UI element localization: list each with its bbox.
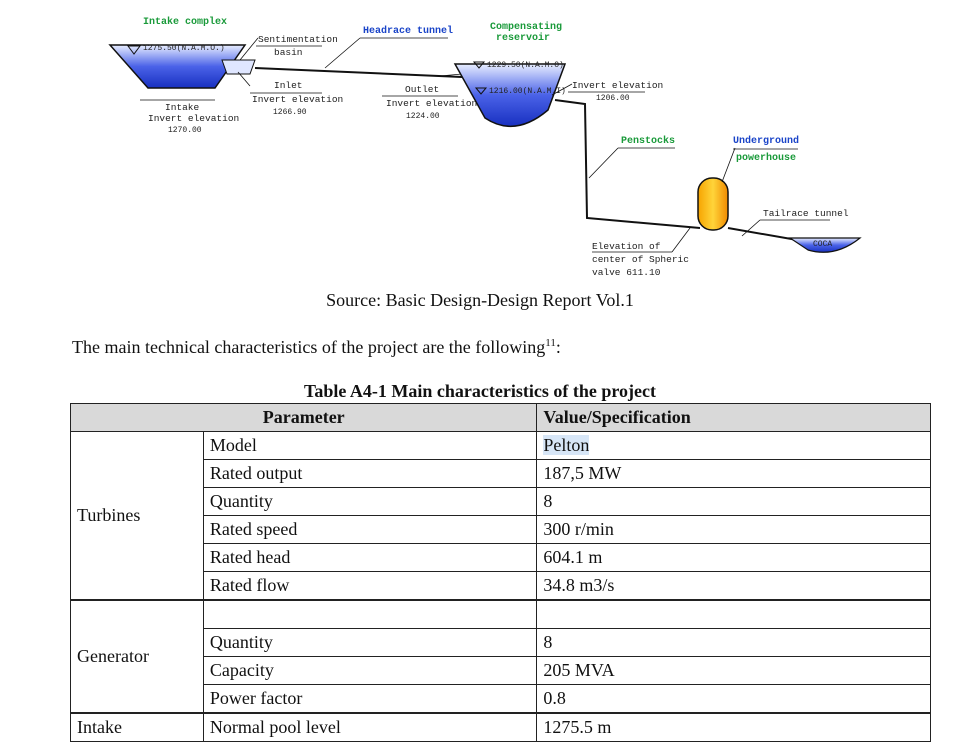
group-intake: Intake	[70, 712, 204, 742]
coca-river	[788, 237, 862, 253]
svg-text:1206.00: 1206.00	[596, 94, 630, 103]
reservoir-label: Compensating	[490, 21, 562, 33]
penstocks-label: Penstocks	[621, 135, 675, 147]
svg-text:1270.00: 1270.00	[168, 126, 202, 135]
value-cell: 205 MVA	[536, 656, 931, 685]
selected-text[interactable]: Pelton	[543, 435, 590, 455]
param-cell: Rated flow	[202, 571, 538, 601]
table-row: Generator	[70, 599, 931, 714]
table-row: Rated flow 34.8 m3/s	[71, 571, 931, 601]
table-row: Rated speed 300 r/min	[71, 515, 931, 544]
table-title: Table A4-1 Main characteristics of the p…	[304, 381, 656, 401]
param-cell: Power factor	[202, 684, 538, 714]
headrace-label: Headrace tunnel	[363, 25, 453, 37]
svg-text:Invert elevation: Invert elevation	[386, 98, 477, 109]
characteristics-table: Parameter Value/Specification Turbines M…	[69, 403, 931, 742]
value-cell: 300 r/min	[536, 515, 931, 544]
value-cell: 1275.5 m	[536, 712, 931, 742]
param-cell: Quantity	[202, 487, 538, 516]
svg-text:valve 611.10: valve 611.10	[592, 267, 661, 278]
footnote-ref[interactable]: 11	[545, 337, 556, 349]
table-row: Rated head 604.1 m	[71, 543, 931, 572]
intro-paragraph: The main technical characteristics of th…	[72, 337, 561, 357]
value-cell: 187,5 MW	[536, 459, 931, 488]
table-row: Quantity 8	[71, 487, 931, 516]
table-row: Power factor 0.8	[71, 684, 931, 714]
svg-text:Outlet: Outlet	[405, 84, 439, 95]
intake-label: Intake	[165, 102, 200, 113]
svg-text:reservoir: reservoir	[496, 32, 550, 44]
intake-basin	[108, 44, 247, 89]
svg-text:Inlet: Inlet	[274, 80, 303, 91]
group-turbines: Turbines	[70, 431, 204, 601]
svg-text:Sentimentation: Sentimentation	[258, 34, 338, 45]
param-cell: Rated output	[202, 459, 538, 488]
intro-text: The main technical characteristics of th…	[72, 337, 546, 357]
value-cell: 0.8	[536, 684, 931, 714]
tailrace-label: Tailrace tunnel	[763, 208, 849, 219]
svg-text:Invert elevation: Invert elevation	[148, 113, 239, 124]
svg-text:1216.00(N.A.M.I): 1216.00(N.A.M.I)	[489, 87, 566, 96]
svg-text:COCA: COCA	[813, 240, 832, 249]
svg-text:1224.00: 1224.00	[406, 112, 440, 121]
table-header-row: Parameter Value/Specification	[69, 403, 931, 432]
param-cell: Rated speed	[202, 515, 538, 544]
penstock	[554, 99, 701, 229]
figure-source: Source: Basic Design-Design Report Vol.1	[326, 290, 634, 310]
value-cell: 604.1 m	[536, 543, 931, 572]
param-cell: Normal pool level	[202, 712, 538, 742]
svg-text:Invert elevation: Invert elevation	[252, 94, 343, 105]
value-cell: 8	[536, 628, 931, 657]
intake-complex-label: Intake complex	[143, 16, 227, 28]
group-generator: Generator	[70, 599, 204, 714]
param-cell: Rated head	[202, 543, 538, 572]
underground-powerhouse	[697, 177, 729, 231]
table-row: Intake Normal pool level 1275.5 m	[70, 712, 931, 742]
header-parameter: Parameter	[69, 403, 538, 432]
param-cell: Quantity	[202, 628, 538, 657]
svg-text:1266.90: 1266.90	[273, 108, 307, 117]
project-layout-diagram: Intake complex 1275.50(N.A.M.O.) Intake …	[108, 16, 862, 278]
svg-text:Elevation of: Elevation of	[592, 241, 661, 252]
value-cell	[536, 599, 931, 629]
compensating-reservoir	[453, 63, 567, 128]
param-cell: Capacity	[202, 656, 538, 685]
svg-text:Invert elevation: Invert elevation	[572, 80, 663, 91]
powerhouse-label: Underground	[733, 135, 799, 147]
table-row: Capacity 205 MVA	[71, 656, 931, 685]
svg-text:1229.50(N.A.M.O): 1229.50(N.A.M.O)	[487, 61, 564, 70]
value-cell: 34.8 m3/s	[536, 571, 931, 601]
table-row: Rated output 187,5 MW	[71, 459, 931, 488]
svg-text:center of Spheric: center of Spheric	[592, 254, 689, 265]
value-cell: Pelton	[536, 431, 931, 460]
sedimentation-basin	[221, 59, 256, 75]
table-row: Turbines Model Pelton	[70, 431, 931, 601]
value-cell: 8	[536, 487, 931, 516]
svg-text:basin: basin	[274, 47, 303, 58]
header-value: Value/Specification	[536, 403, 931, 432]
param-cell: Model	[202, 431, 538, 460]
param-cell	[202, 599, 538, 629]
headrace-tunnel	[254, 67, 463, 78]
svg-text:powerhouse: powerhouse	[736, 152, 796, 164]
intake-level-label: 1275.50(N.A.M.O.)	[143, 44, 225, 53]
